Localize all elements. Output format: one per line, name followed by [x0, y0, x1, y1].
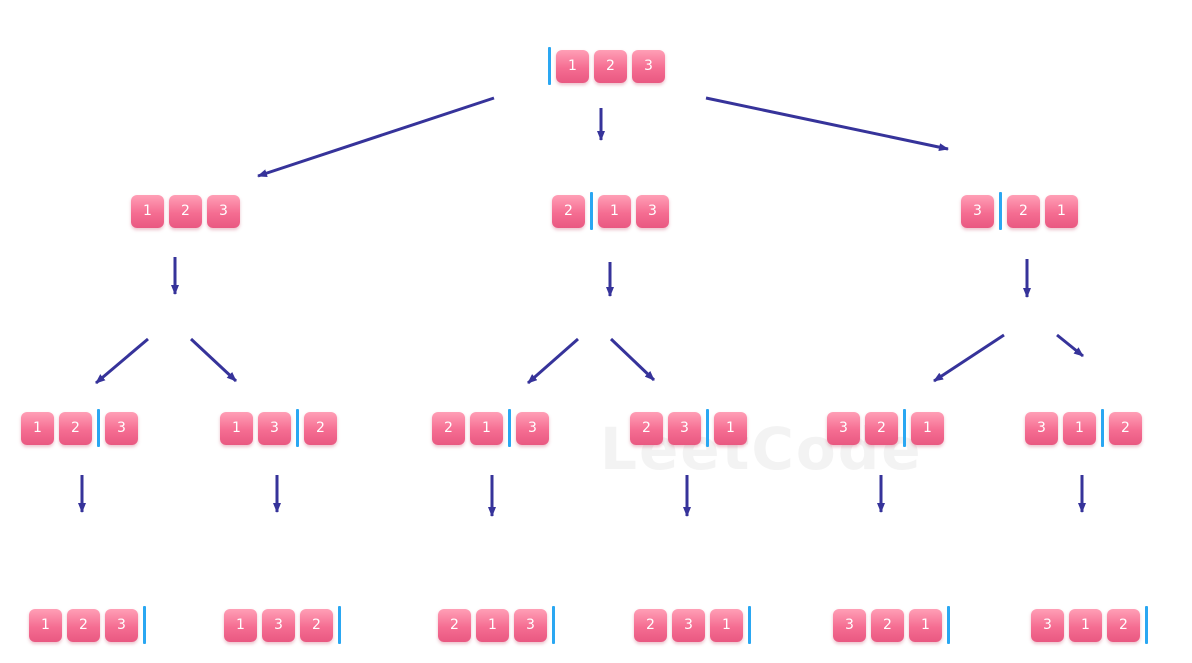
cell: 3: [105, 608, 138, 642]
cell: 3: [636, 194, 669, 228]
cell: 3: [632, 49, 665, 83]
cell: 1: [1045, 194, 1078, 228]
cell: 3: [833, 608, 866, 642]
cell: 1: [224, 608, 257, 642]
divider: [143, 606, 146, 644]
cell: 3: [262, 608, 295, 642]
cell: 1: [710, 608, 743, 642]
arrow-1: [257, 96, 495, 178]
arrow-12: [1056, 333, 1084, 358]
divider: [508, 409, 511, 447]
cell: 1: [598, 194, 631, 228]
divider: [296, 409, 299, 447]
cell: 3: [514, 608, 547, 642]
divider: [999, 192, 1002, 230]
cell: 3: [258, 411, 291, 445]
divider: [1145, 606, 1148, 644]
divider: [338, 606, 341, 644]
cell: 2: [432, 411, 465, 445]
cell: 2: [59, 411, 92, 445]
arrow-5: [95, 337, 149, 385]
cell: 1: [131, 194, 164, 228]
cell: 1: [714, 411, 747, 445]
divider: [590, 192, 593, 230]
cell: 1: [220, 411, 253, 445]
cell: 1: [476, 608, 509, 642]
cell: 3: [516, 411, 549, 445]
cell: 3: [1031, 608, 1064, 642]
arrow-3: [705, 96, 949, 152]
arrow-8: [527, 337, 579, 385]
cell: 3: [207, 194, 240, 228]
cell: 1: [1069, 608, 1102, 642]
cell: 1: [29, 608, 62, 642]
cell: 2: [630, 411, 663, 445]
cell: 2: [300, 608, 333, 642]
arrow-9: [609, 337, 656, 382]
cell: 2: [67, 608, 100, 642]
cell: 2: [1109, 411, 1142, 445]
divider: [706, 409, 709, 447]
cell: 2: [594, 49, 627, 83]
cell: 1: [21, 411, 54, 445]
divider: [97, 409, 100, 447]
cell: 2: [304, 411, 337, 445]
divider: [748, 606, 751, 644]
cell: 1: [909, 608, 942, 642]
cell: 2: [438, 608, 471, 642]
cell: 1: [470, 411, 503, 445]
cell: 3: [827, 411, 860, 445]
arrow-6: [189, 337, 238, 383]
cell: 2: [865, 411, 898, 445]
cell: 3: [668, 411, 701, 445]
divider: [947, 606, 950, 644]
cell: 3: [105, 411, 138, 445]
divider: [1101, 409, 1104, 447]
arrow-11: [933, 333, 1005, 383]
cell: 2: [634, 608, 667, 642]
cell: 3: [961, 194, 994, 228]
cell: 2: [1007, 194, 1040, 228]
cell: 2: [1107, 608, 1140, 642]
cell: 1: [1063, 411, 1096, 445]
cell: 2: [871, 608, 904, 642]
divider: [548, 47, 551, 85]
cell: 3: [1025, 411, 1058, 445]
divider: [552, 606, 555, 644]
cell: 1: [911, 411, 944, 445]
cell: 1: [556, 49, 589, 83]
cell: 2: [552, 194, 585, 228]
cell: 3: [672, 608, 705, 642]
cell: 2: [169, 194, 202, 228]
divider: [903, 409, 906, 447]
